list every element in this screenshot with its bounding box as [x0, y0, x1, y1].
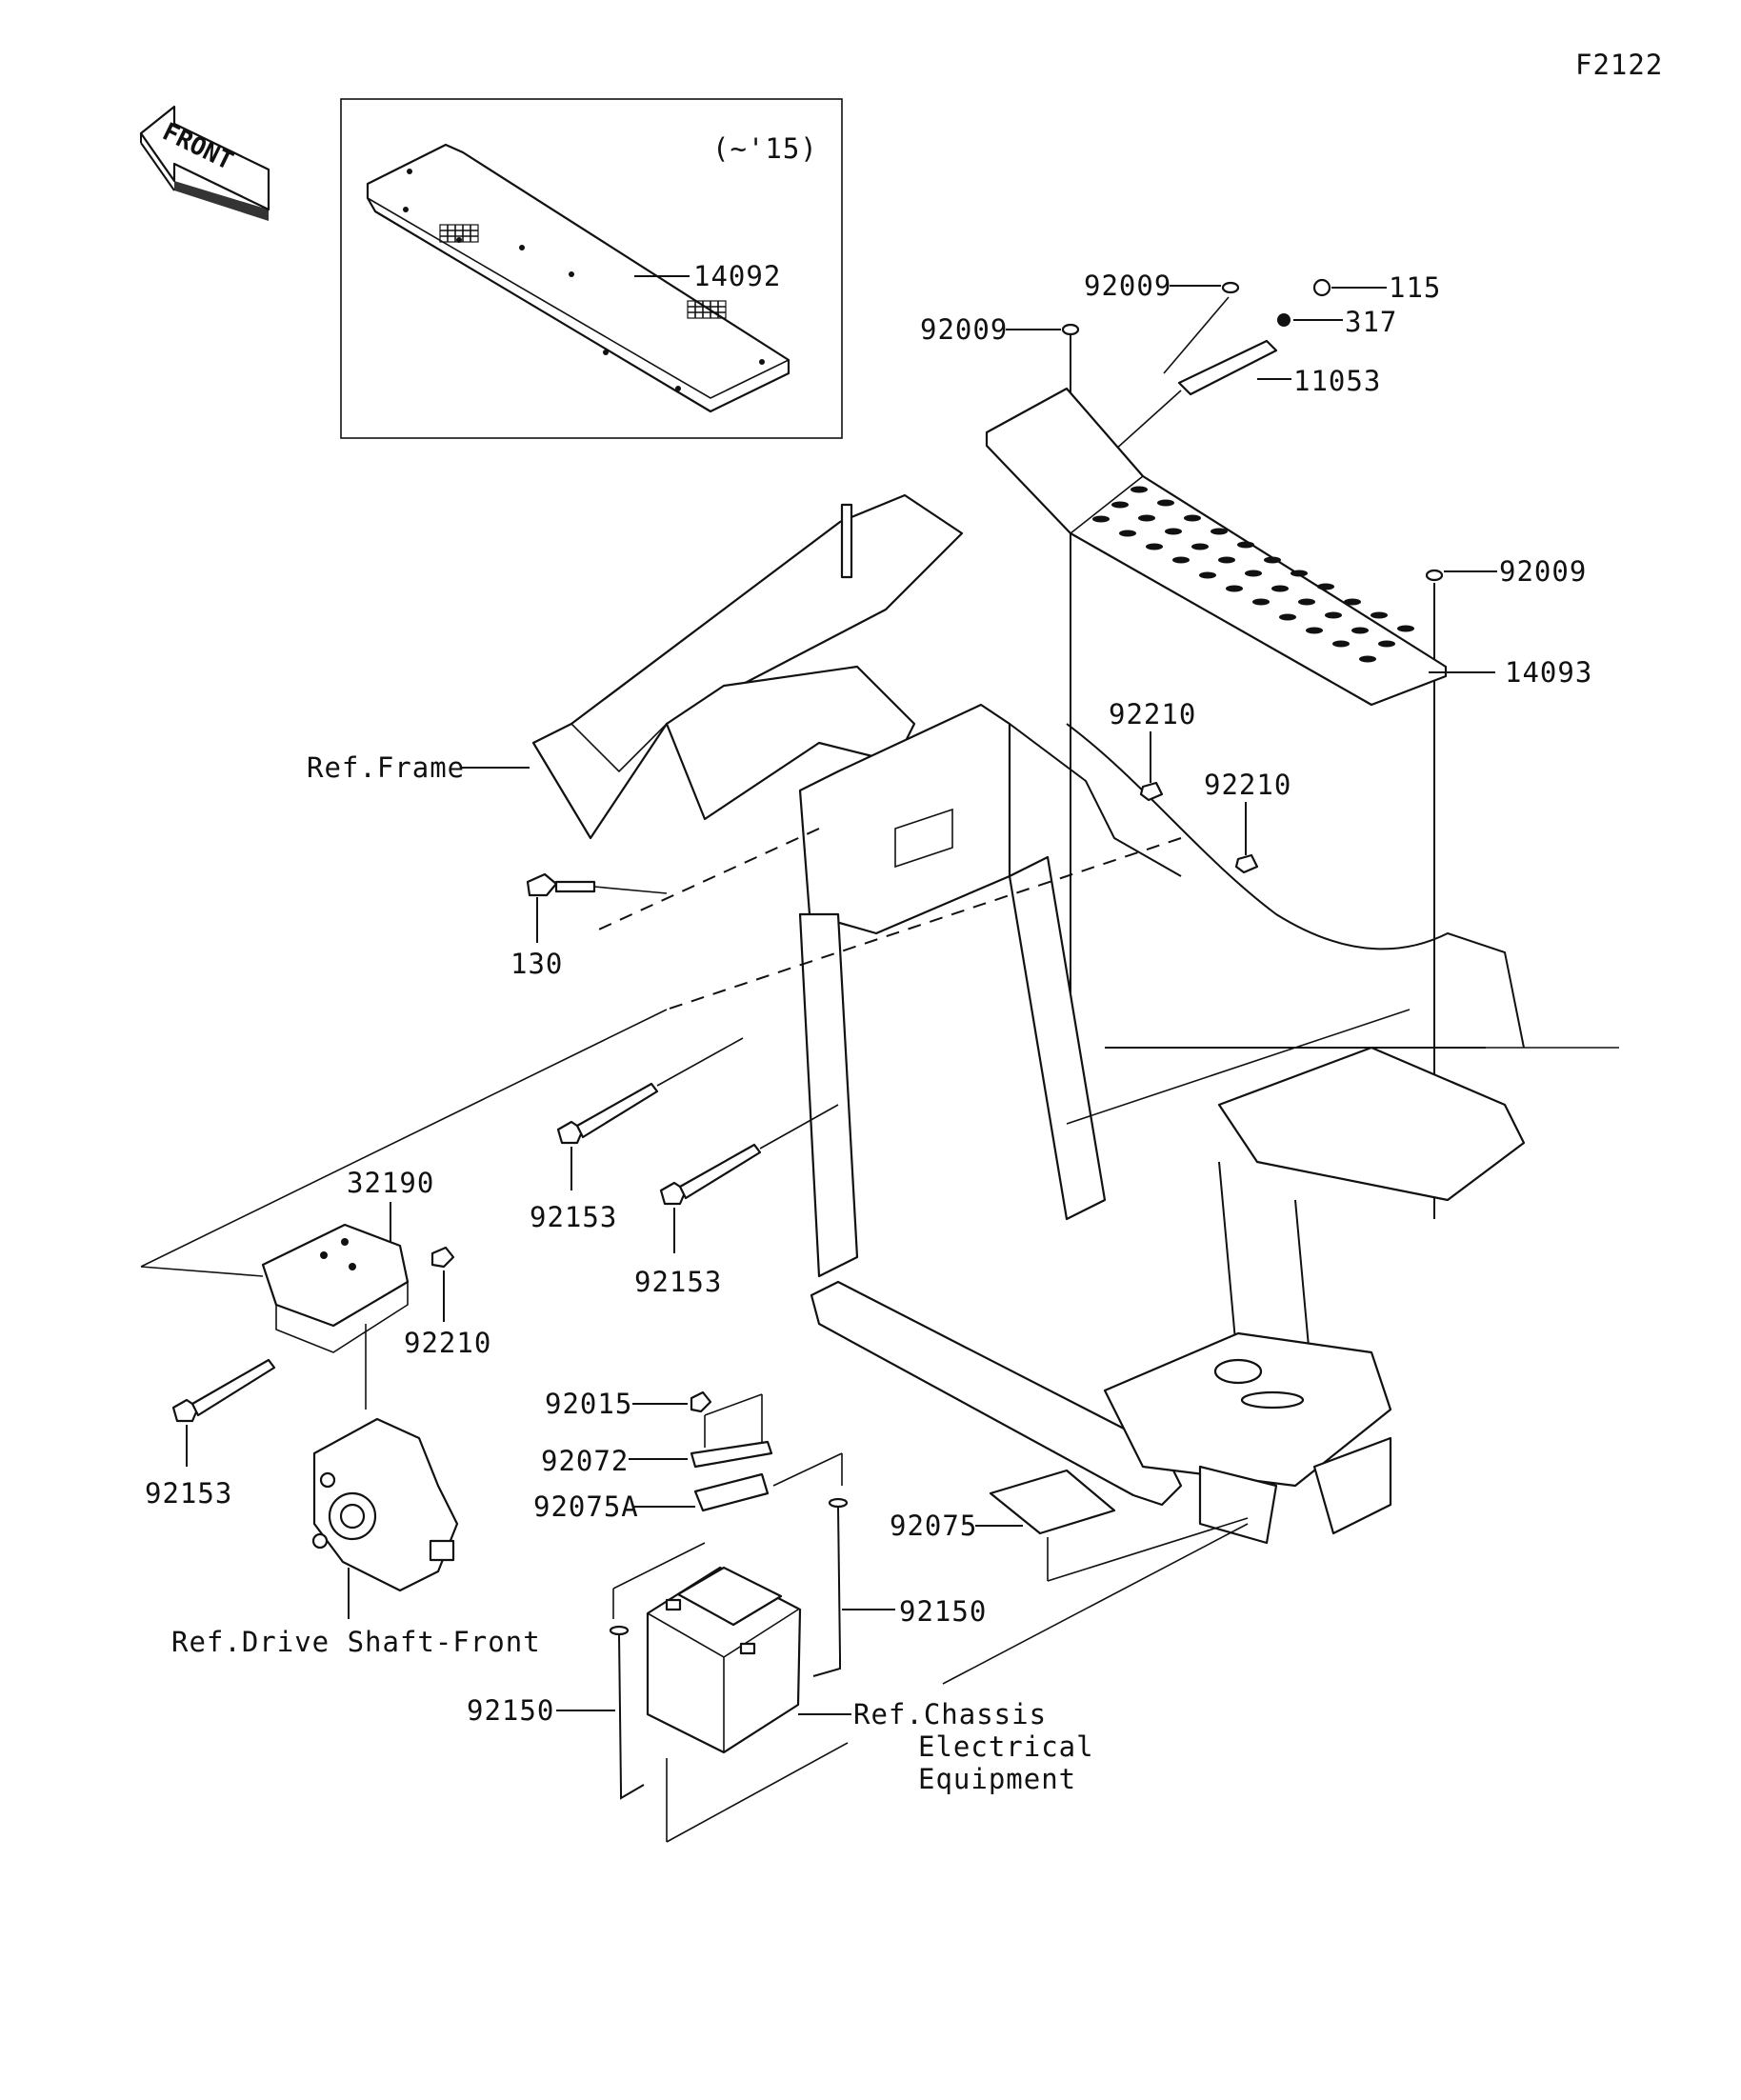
rod-92150-a: 92150 — [812, 1497, 987, 1677]
bracket-32190: 32190 — [140, 1009, 668, 1410]
label-92210-a: 92210 — [1109, 698, 1196, 730]
strap-92072: 92072 — [541, 1393, 773, 1477]
label-32190: 32190 — [347, 1167, 434, 1199]
front-arrow-icon: FRONT — [139, 105, 270, 221]
pad-92075A: 92075A — [533, 1452, 843, 1523]
label-11053: 11053 — [1293, 365, 1381, 397]
label-92009-a: 92009 — [1084, 270, 1171, 302]
label-92009-b: 92009 — [920, 313, 1008, 346]
nut-92210-c: 92210 — [404, 1246, 491, 1359]
label-92075A: 92075A — [533, 1490, 639, 1523]
diagram-code: F2122 — [1575, 49, 1663, 81]
mesh-grille-a — [439, 224, 479, 243]
ref-frame-label: Ref.Frame — [307, 751, 465, 784]
floor-board-14093: 14093 — [985, 387, 1592, 707]
ref-drive-shaft-label: Ref.Drive Shaft-Front — [171, 1626, 541, 1658]
label-92153-c: 92153 — [145, 1477, 232, 1510]
inset-box: (~'15) 14092 — [340, 98, 843, 439]
label-92009-c: 92009 — [1499, 555, 1587, 588]
label-92210-b: 92210 — [1204, 769, 1291, 801]
inset-note: (~'15) — [712, 132, 818, 165]
label-14092: 14092 — [693, 260, 781, 292]
bolt-92153-c: 92153 — [145, 1358, 276, 1510]
label-115: 115 — [1389, 271, 1441, 304]
bolt-92153-a: 92153 — [530, 1037, 744, 1233]
bracket-11053 — [1177, 339, 1278, 396]
screw-92009-a — [1221, 281, 1240, 294]
nut-92015: 92015 — [545, 1388, 712, 1420]
label-92072: 92072 — [541, 1445, 629, 1477]
label-92210-c: 92210 — [404, 1327, 491, 1359]
ref-chassis-label-1: Ref.Chassis — [853, 1698, 1047, 1730]
label-92153-a: 92153 — [530, 1201, 617, 1233]
front-gear-case — [311, 1417, 459, 1619]
hardware-top-right: 92009 92009 115 317 11053 92009 — [920, 270, 1587, 1219]
screw-92009-b — [1061, 323, 1080, 336]
label-14093: 14093 — [1505, 656, 1592, 689]
nut-317 — [1277, 313, 1291, 327]
label-92075: 92075 — [890, 1510, 977, 1542]
nut-92210-a: 92210 — [1109, 698, 1196, 802]
screw-92009-c — [1425, 569, 1444, 582]
mesh-grille-b — [687, 300, 727, 319]
bolt-92153-b: 92153 — [634, 1104, 839, 1298]
label-317: 317 — [1345, 306, 1397, 338]
ref-chassis-label-3: Equipment — [918, 1763, 1076, 1795]
label-92153-b: 92153 — [634, 1266, 722, 1298]
label-130: 130 — [510, 948, 563, 980]
label-92015: 92015 — [545, 1388, 632, 1420]
nut-92210-b: 92210 — [1204, 769, 1291, 874]
bolt-115 — [1312, 278, 1331, 297]
battery — [646, 1566, 851, 1754]
rod-92150-b: 92150 — [467, 1523, 1249, 1843]
label-92150-b: 92150 — [467, 1694, 554, 1727]
main-frame — [531, 493, 1619, 1545]
pad-92075: 92075 — [890, 1469, 1249, 1582]
label-92150-a: 92150 — [899, 1595, 987, 1628]
bolt-130: 130 — [510, 872, 668, 980]
ref-chassis-label-2: Electrical — [918, 1730, 1094, 1763]
